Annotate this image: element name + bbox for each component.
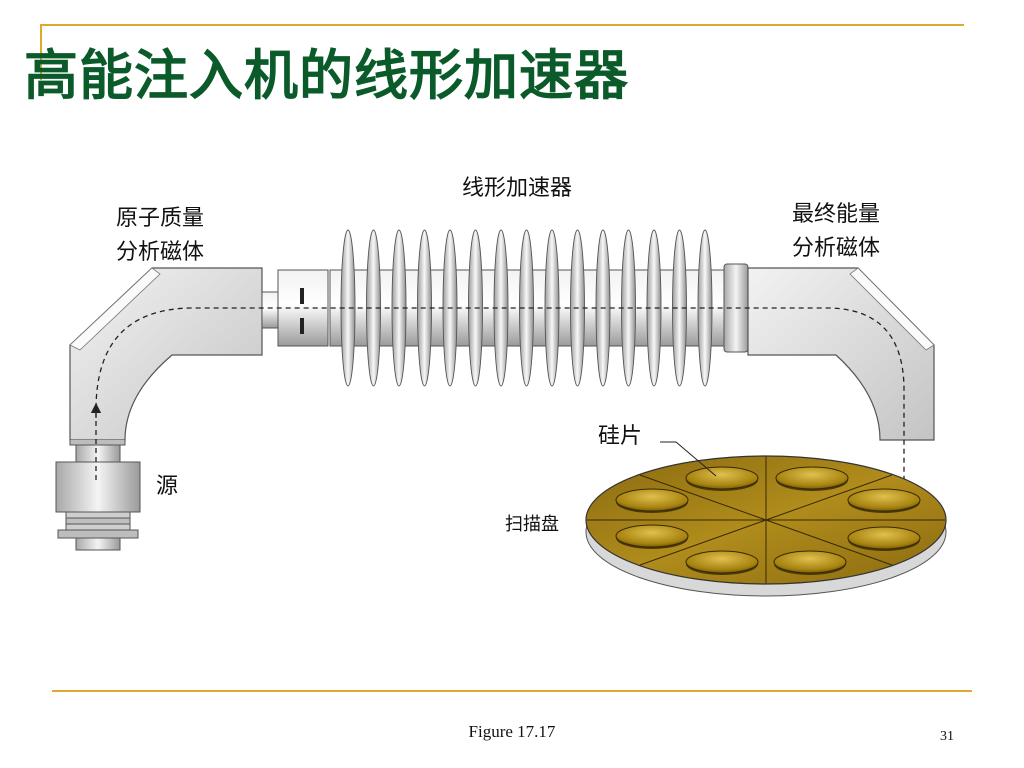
linear-accelerator — [329, 229, 727, 387]
silicon-wafer — [773, 550, 847, 574]
page-title: 高能注入机的线形加速器 — [24, 44, 629, 107]
scan-disk — [585, 455, 947, 597]
page-number: 31 — [940, 729, 954, 744]
atomic-mass-magnet-label-line1: 原子质量 — [116, 206, 205, 231]
bottom-accent-line — [52, 690, 972, 692]
silicon-wafer — [685, 466, 759, 490]
silicon-wafer — [847, 526, 921, 550]
final-energy-magnet-label-line1: 最终能量 — [792, 202, 881, 227]
scan-disk-label: 扫描盘 — [505, 514, 559, 535]
atomic-mass-magnet-label-line2: 分析磁体 — [116, 240, 205, 265]
left-accent-line — [40, 24, 42, 80]
figure-caption: Figure 17.17 — [468, 722, 556, 741]
silicon-wafer — [847, 488, 921, 512]
silicon-wafer — [615, 524, 689, 548]
silicon-wafer — [615, 488, 689, 512]
ion-beam-path — [95, 307, 905, 498]
ion-source — [55, 444, 141, 551]
top-accent-line — [40, 24, 964, 26]
source-label: 源 — [156, 474, 179, 499]
final-energy-analyzer-magnet — [723, 263, 935, 441]
wafer-group — [615, 466, 921, 575]
silicon-wafer — [685, 550, 759, 574]
silicon-wafer-label: 硅片 — [598, 424, 643, 449]
accelerator-fins — [340, 229, 713, 387]
silicon-wafer — [775, 466, 849, 490]
beam-coupling — [261, 269, 329, 347]
final-energy-magnet-label-line2: 分析磁体 — [792, 236, 881, 261]
atomic-mass-analyzer-magnet — [69, 267, 263, 446]
linear-accelerator-label: 线形加速器 — [462, 176, 573, 201]
wafer-leader-line — [660, 441, 717, 477]
